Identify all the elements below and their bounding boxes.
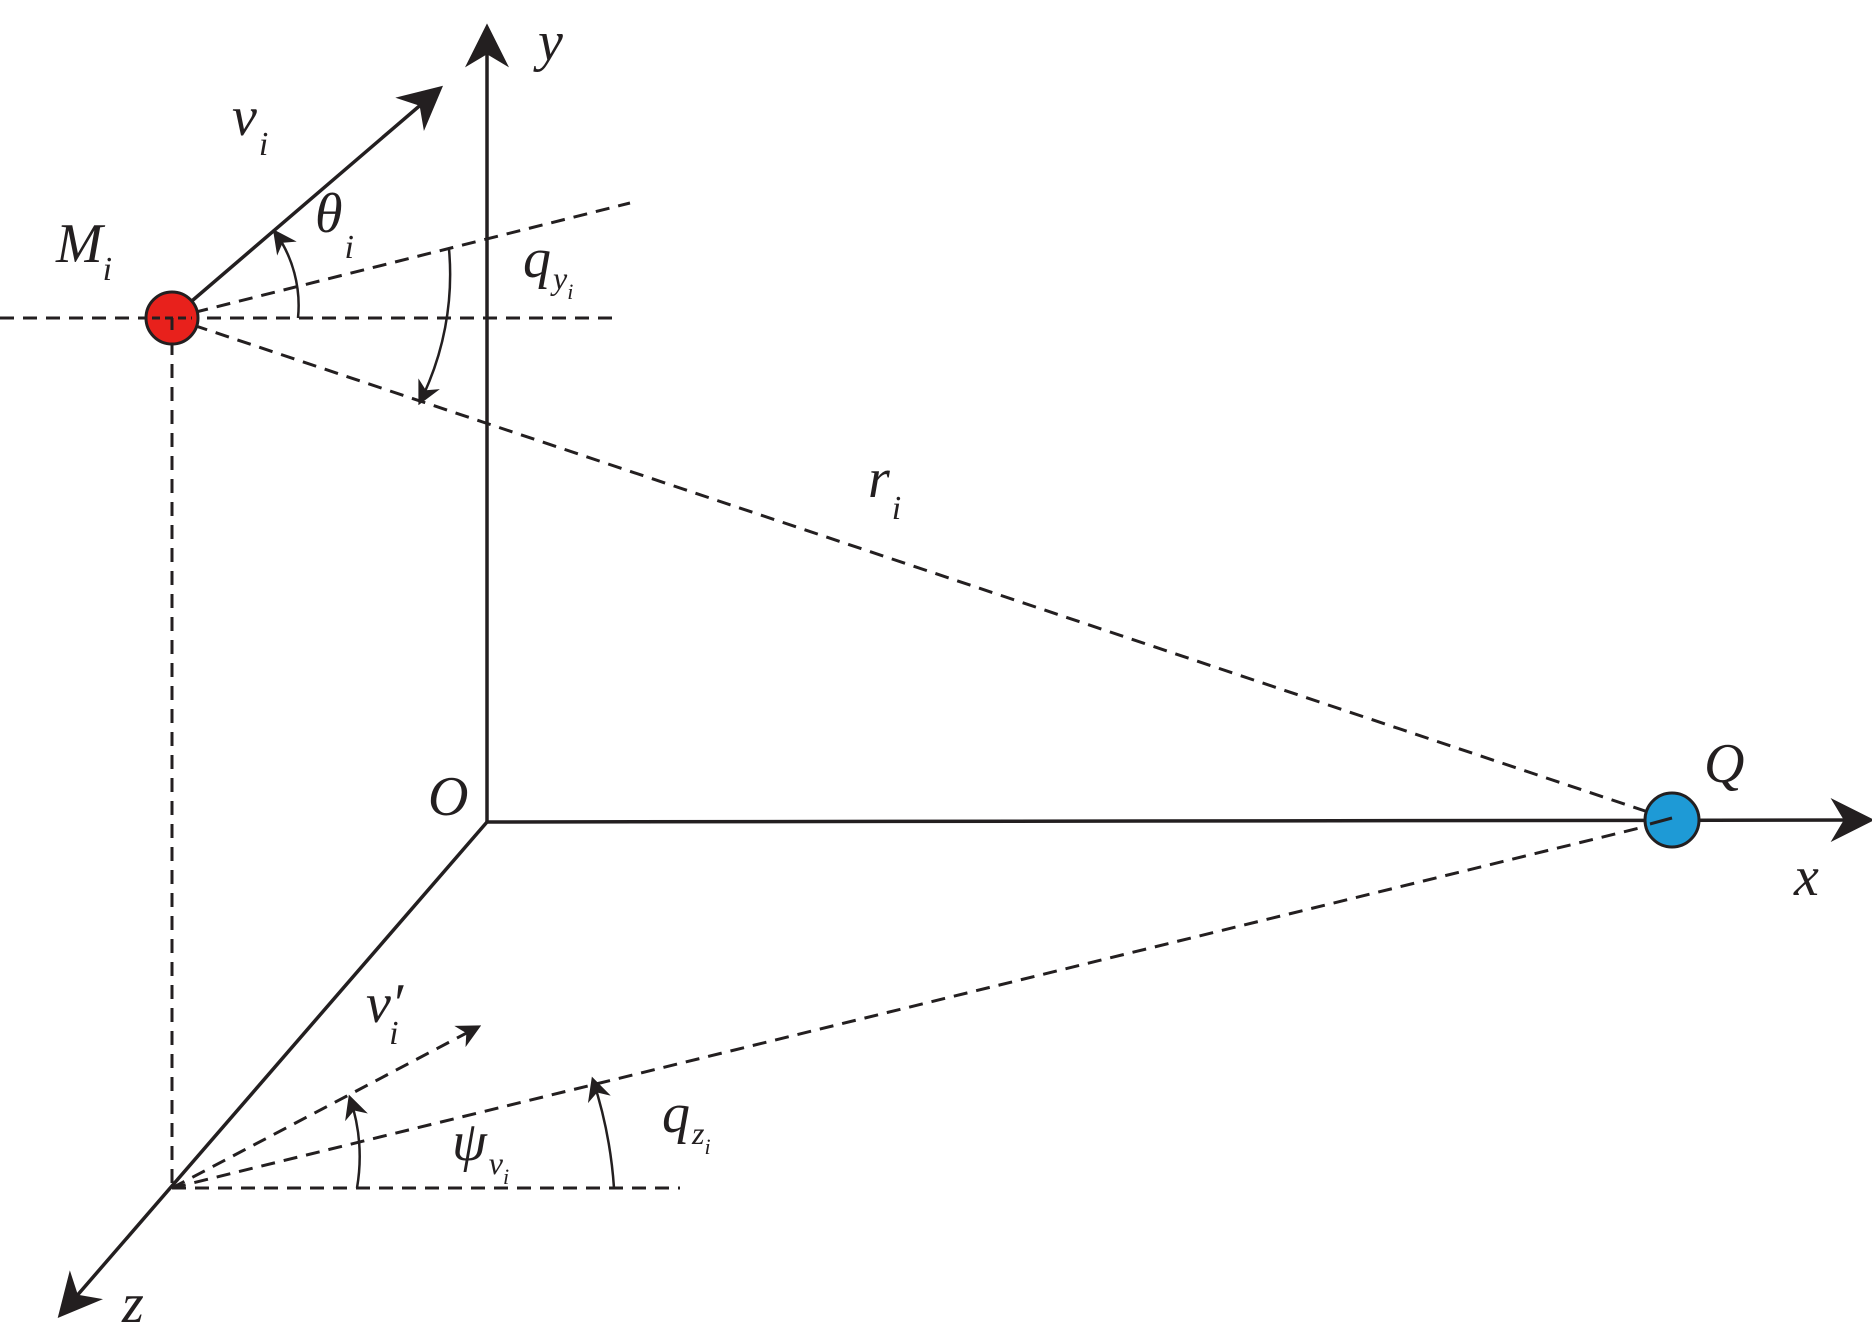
target-label: Q	[1704, 733, 1744, 795]
z-axis	[57, 820, 489, 1318]
q-y-label: qyi	[523, 228, 573, 304]
q-y-arc	[418, 248, 452, 406]
velocity-proj-label: v′i	[366, 973, 404, 1052]
target-dash	[1649, 816, 1673, 826]
q-z-arc	[587, 1076, 616, 1189]
origin-label: O	[428, 766, 468, 828]
projected-velocity-vector	[171, 1025, 482, 1190]
target-point	[1643, 791, 1701, 849]
x-axis	[486, 798, 1872, 843]
axis-z-label: z	[121, 1273, 144, 1335]
range-line	[171, 316, 1673, 822]
axis-x-label: x	[1793, 846, 1819, 908]
axis-y-label: y	[533, 11, 563, 73]
psi-v-arc	[345, 1094, 368, 1189]
range-label: ri	[868, 448, 901, 527]
velocity-label: vi	[232, 86, 268, 163]
missile-label: Mi	[55, 213, 112, 288]
psi-v-label: ψvi	[452, 1111, 509, 1189]
theta-label: θi	[315, 183, 354, 266]
theta-arc	[272, 229, 300, 319]
projected-range-line	[171, 818, 1673, 1190]
q-z-label: qzi	[662, 1083, 711, 1159]
line-of-sight-vertical-plane	[171, 201, 631, 320]
velocity-vector	[170, 85, 444, 320]
